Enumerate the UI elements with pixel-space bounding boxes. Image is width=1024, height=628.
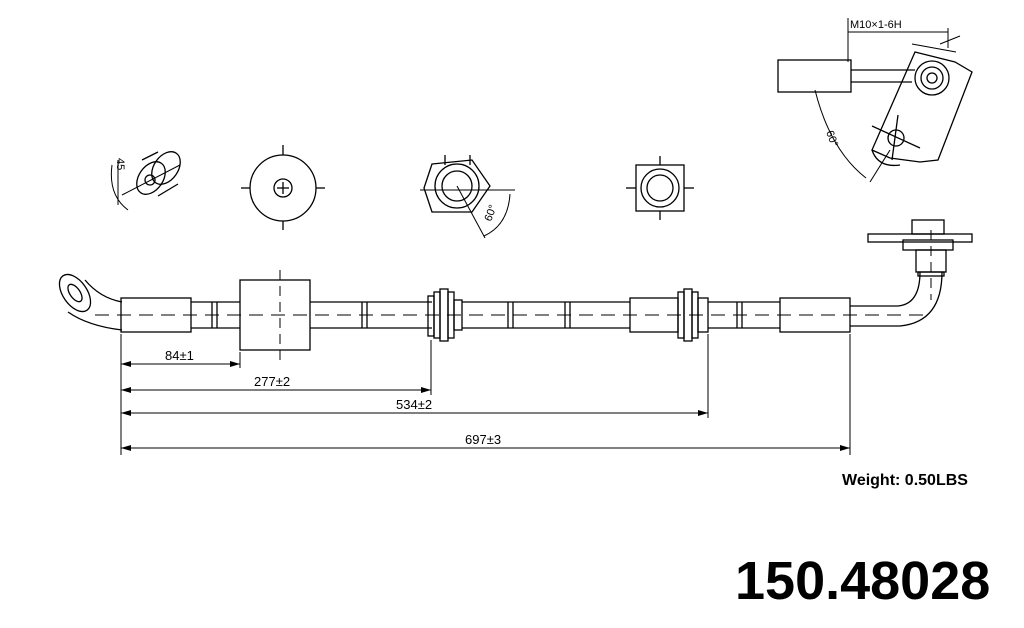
dimension-534: 534±2 — [396, 397, 432, 412]
part-number: 150.48028 — [735, 551, 991, 611]
hex-angle-label: 60° — [483, 203, 500, 223]
hose-assembly — [58, 219, 973, 360]
dimension-697: 697±3 — [465, 432, 501, 447]
round-flange-detail — [241, 145, 325, 230]
hex-fitting-detail — [420, 155, 515, 239]
dimension-lines — [120, 334, 851, 455]
left-angle-fitting-detail — [110, 151, 181, 211]
banjo-fitting-detail — [777, 18, 973, 183]
square-nut-detail — [626, 156, 694, 220]
dimension-arrows — [121, 361, 850, 451]
left-angle-label: 45 — [114, 158, 126, 170]
dimension-277: 277±2 — [254, 374, 290, 389]
top-angle-label: 60° — [823, 129, 840, 149]
thread-spec-label: M10×1-6H — [850, 19, 902, 31]
weight-label: Weight: 0.50LBS — [842, 472, 968, 489]
dimension-84: 84±1 — [165, 348, 194, 363]
